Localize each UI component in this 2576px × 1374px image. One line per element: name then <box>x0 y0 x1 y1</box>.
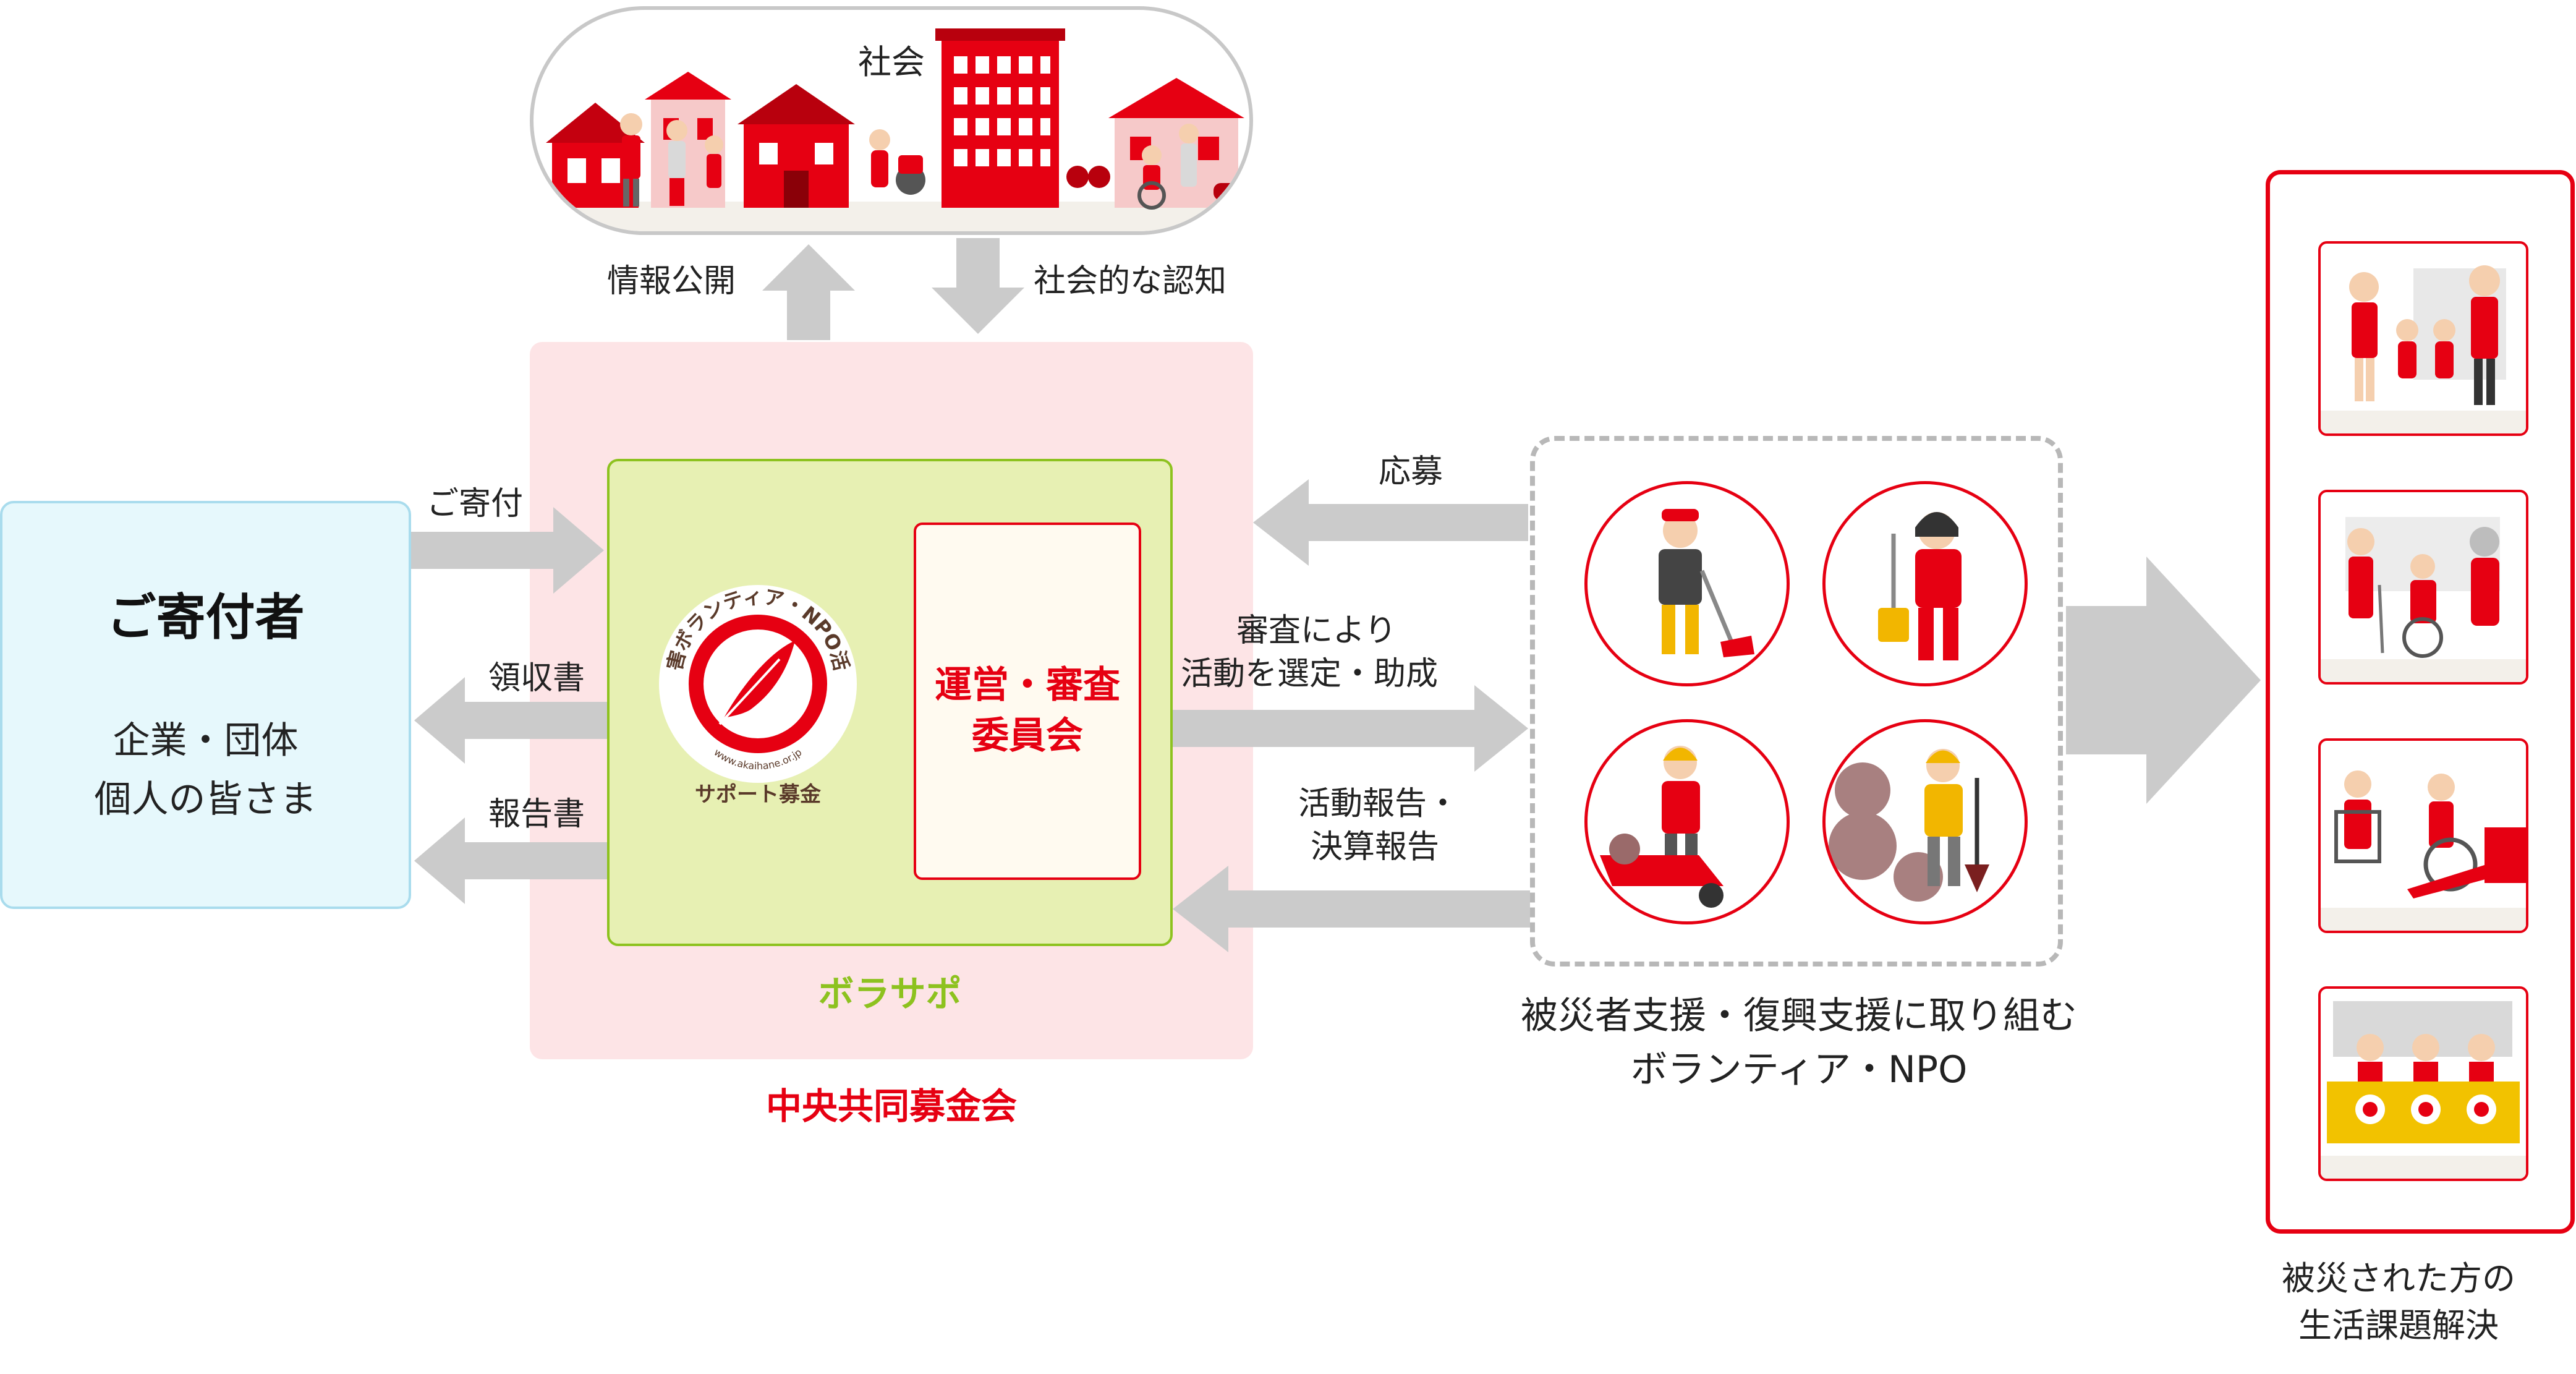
society-title: 社会 <box>858 43 925 82</box>
red-feather-icon <box>718 641 795 725</box>
borasapo-label: ボラサポ <box>818 973 962 1015</box>
family-illustration <box>2321 265 2526 433</box>
result-card-meal <box>2318 986 2528 1181</box>
report-label: 報告書 <box>488 796 585 833</box>
meal-illustration <box>2321 1001 2526 1179</box>
npo-label-line2: ボランティア・NPO <box>1630 1048 1968 1091</box>
result-label: 被災された方の 生活課題解決 <box>2225 1255 2572 1349</box>
volunteer-broom-illustration <box>1659 509 1754 657</box>
activity-report-arrow <box>1173 866 1530 952</box>
committee-line2: 委員会 <box>972 714 1083 757</box>
volunteer-shovel-illustration <box>1878 512 1962 660</box>
npo-label-line1: 被災者支援・復興支援に取り組む <box>1521 994 2077 1038</box>
donor-box: ご寄付者 企業・団体 個人の皆さま <box>0 501 411 909</box>
result-box <box>2266 170 2575 1234</box>
report-arrow <box>414 817 607 904</box>
receipt-label: 領収書 <box>488 660 585 697</box>
info-disclosure-label: 情報公開 <box>607 263 736 300</box>
info-disclosure-arrow <box>762 244 855 340</box>
elderly-illustration <box>2321 517 2526 682</box>
town-illustration <box>533 28 1249 231</box>
selection-label-line2: 活動を選定・助成 <box>1181 655 1439 693</box>
logo-bottom-text: サポート募金 <box>695 782 822 807</box>
result-card-elderly <box>2318 490 2528 685</box>
application-label: 応募 <box>1379 453 1443 490</box>
result-label-line2: 生活課題解決 <box>2298 1305 2499 1345</box>
wheelchair-illustration <box>2321 770 2526 931</box>
application-arrow <box>1253 479 1528 566</box>
volunteer-debris-circle <box>1822 719 2028 924</box>
donor-individuals: 個人の皆さま <box>94 778 317 821</box>
selection-label-line1: 審査により <box>1236 612 1396 649</box>
donor-companies: 企業・団体 <box>113 719 299 762</box>
volunteer-broom-circle <box>1584 481 1790 686</box>
npo-label: 被災者支援・復興支援に取り組む ボランティア・NPO <box>1471 989 2127 1097</box>
volunteer-shovel-circle <box>1822 481 2028 686</box>
result-label-line1: 被災された方の <box>2282 1259 2515 1298</box>
donor-title: ご寄付者 <box>106 589 305 646</box>
volunteer-wheelbarrow-circle <box>1584 719 1790 924</box>
result-card-wheelchair <box>2318 738 2528 933</box>
social-recognition-label: 社会的な認知 <box>1034 263 1227 300</box>
activity-report-label-line2: 決算報告 <box>1311 829 1440 866</box>
borasapo-logo: 災害ボランティア・NPO活動 www.akaihane.or.jp サポート募金 <box>653 573 857 807</box>
volunteer-debris-illustration <box>1829 749 1989 902</box>
central-fund-label: 中央共同募金会 <box>765 1085 1017 1127</box>
result-arrow <box>2066 557 2261 804</box>
committee-line1: 運営・審査 <box>935 664 1120 707</box>
receipt-arrow <box>414 677 607 764</box>
npo-box <box>1530 436 2063 966</box>
committee-box: 運営・審査 委員会 <box>914 523 1141 880</box>
society-panel: 社会 <box>530 6 1253 235</box>
selection-arrow <box>1173 685 1528 772</box>
result-card-family <box>2318 241 2528 436</box>
social-recognition-arrow <box>932 238 1024 334</box>
volunteer-wheelbarrow-illustration <box>1600 746 1724 908</box>
donation-arrow <box>411 507 604 594</box>
donation-label: ご寄付 <box>427 485 524 523</box>
activity-report-label-line1: 活動報告・ <box>1298 785 1460 822</box>
